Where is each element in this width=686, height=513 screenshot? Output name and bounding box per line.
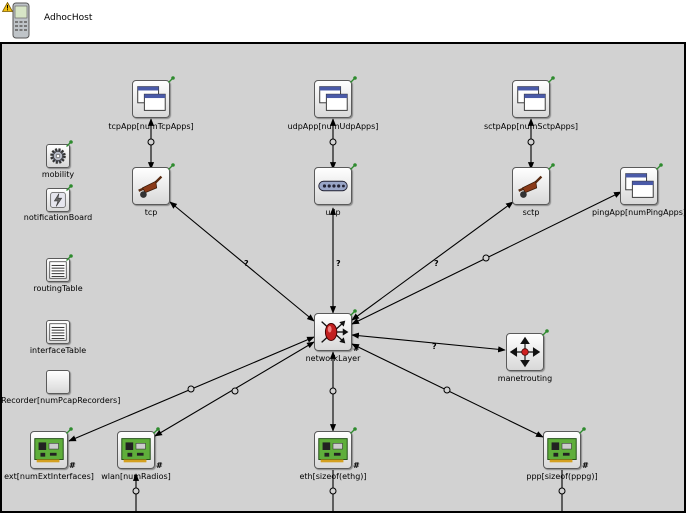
udp-app-module[interactable] <box>314 80 352 118</box>
wlan-label: wlan[numRadios] <box>101 472 171 481</box>
routing-table-module[interactable] <box>46 258 70 282</box>
notification-board-module[interactable] <box>46 188 70 212</box>
ppp-module[interactable] <box>543 431 581 469</box>
network-layer-label: networkLayer <box>305 354 361 363</box>
window-stack-icon <box>137 86 166 111</box>
interface-table-label: interfaceTable <box>29 346 87 355</box>
gate-circle <box>527 138 535 146</box>
gate-circle <box>132 487 140 495</box>
eth-label: eth[sizeof(ethg)] <box>299 472 367 481</box>
module-canvas: ? ? ? ? tcpApp[numTcpApps] udpApp[numUdp… <box>0 42 686 513</box>
gear-icon <box>50 148 66 164</box>
gate-circle <box>329 138 337 146</box>
edge-tcp-network <box>169 201 315 322</box>
pin-icon <box>153 427 160 434</box>
interface-table-module[interactable] <box>46 320 70 344</box>
vector-gate-mark: # <box>353 461 360 470</box>
wlan-module[interactable] <box>117 431 155 469</box>
gate-circle <box>329 387 337 395</box>
wheelbarrow-icon <box>138 175 163 198</box>
ppp-label: ppp[sizeof(pppg)] <box>526 472 598 481</box>
gate-circle <box>443 386 451 394</box>
udp-app-label: udpApp[numUdpApps] <box>287 122 379 131</box>
ext-interface-module[interactable] <box>30 431 68 469</box>
table-icon <box>49 323 67 341</box>
sctp-app-label: sctpApp[numSctpApps] <box>483 122 579 131</box>
gate-circle <box>558 487 566 495</box>
tcp-label: tcp <box>144 208 158 217</box>
routing-table-label: routingTable <box>33 284 83 293</box>
wheelbarrow-icon <box>518 175 543 198</box>
mobility-module[interactable] <box>46 144 70 168</box>
pin-icon <box>350 76 357 83</box>
edge-network-manet <box>351 332 506 353</box>
mobility-label: mobility <box>41 170 75 179</box>
window-stack-icon <box>319 86 348 111</box>
pin-icon <box>66 184 73 191</box>
pin-icon <box>350 309 357 316</box>
network-card-icon <box>547 438 577 463</box>
pin-icon <box>350 163 357 170</box>
gate-circle <box>482 254 490 262</box>
network-layer-module[interactable] <box>314 313 352 351</box>
pin-icon <box>66 427 73 434</box>
pin-icon <box>66 254 73 261</box>
pin-icon <box>168 76 175 83</box>
ping-app-label: pingApp[numPingApps] <box>591 208 686 217</box>
ping-app-module[interactable] <box>620 167 658 205</box>
manetrouting-module[interactable] <box>506 333 544 371</box>
udp-label: udp <box>325 208 341 217</box>
vector-gate-mark: # <box>156 461 163 470</box>
pin-icon <box>579 427 586 434</box>
gate-circle <box>329 487 337 495</box>
pin-icon <box>548 163 555 170</box>
tcp-module[interactable] <box>132 167 170 205</box>
unknown-gate-mark: ? <box>336 259 341 268</box>
pcap-recorder-label: pcapRecorder[numPcapRecorders] <box>1 396 121 405</box>
window-stack-icon <box>517 86 546 111</box>
lightning-icon <box>50 192 66 208</box>
network-card-icon <box>34 438 64 463</box>
crossroads-icon <box>509 336 541 368</box>
gate-circle <box>187 385 195 393</box>
pin-icon <box>656 163 663 170</box>
window-header: AdhocHost <box>0 0 686 42</box>
module-title: AdhocHost <box>44 13 93 23</box>
warning-icon <box>2 2 13 12</box>
vector-gate-mark: # <box>353 344 360 353</box>
vector-gate-mark: # <box>69 461 76 470</box>
network-card-icon <box>121 438 151 463</box>
window-stack-icon <box>625 173 654 198</box>
network-card-icon <box>318 438 348 463</box>
notification-board-label: notificationBoard <box>23 213 93 222</box>
pin-icon <box>168 163 175 170</box>
eth-module[interactable] <box>314 431 352 469</box>
sctp-app-module[interactable] <box>512 80 550 118</box>
unknown-gate-mark: ? <box>244 259 249 268</box>
edge-sctp-network <box>351 201 514 321</box>
tcp-app-module[interactable] <box>132 80 170 118</box>
blank-module-icon <box>47 371 69 393</box>
sctp-module[interactable] <box>512 167 550 205</box>
table-icon <box>49 261 67 279</box>
conveyor-icon <box>318 180 348 192</box>
manetrouting-label: manetrouting <box>497 374 553 383</box>
pin-icon <box>66 140 73 147</box>
ext-interface-label: ext[numExtInterfaces] <box>4 472 94 481</box>
unknown-gate-mark: ? <box>434 259 439 268</box>
pin-icon <box>542 329 549 336</box>
gate-circle <box>231 387 239 395</box>
sctp-label: sctp <box>522 208 540 217</box>
gate-circle <box>147 138 155 146</box>
vector-gate-mark: # <box>582 461 589 470</box>
router-icon <box>321 320 349 344</box>
unknown-gate-mark: ? <box>432 342 437 351</box>
pin-icon <box>350 427 357 434</box>
pcap-recorder-module[interactable] <box>46 370 70 394</box>
tcp-app-label: tcpApp[numTcpApps] <box>108 122 194 131</box>
phone-icon <box>12 2 30 39</box>
udp-module[interactable] <box>314 167 352 205</box>
pin-icon <box>548 76 555 83</box>
connections-layer <box>68 118 622 511</box>
